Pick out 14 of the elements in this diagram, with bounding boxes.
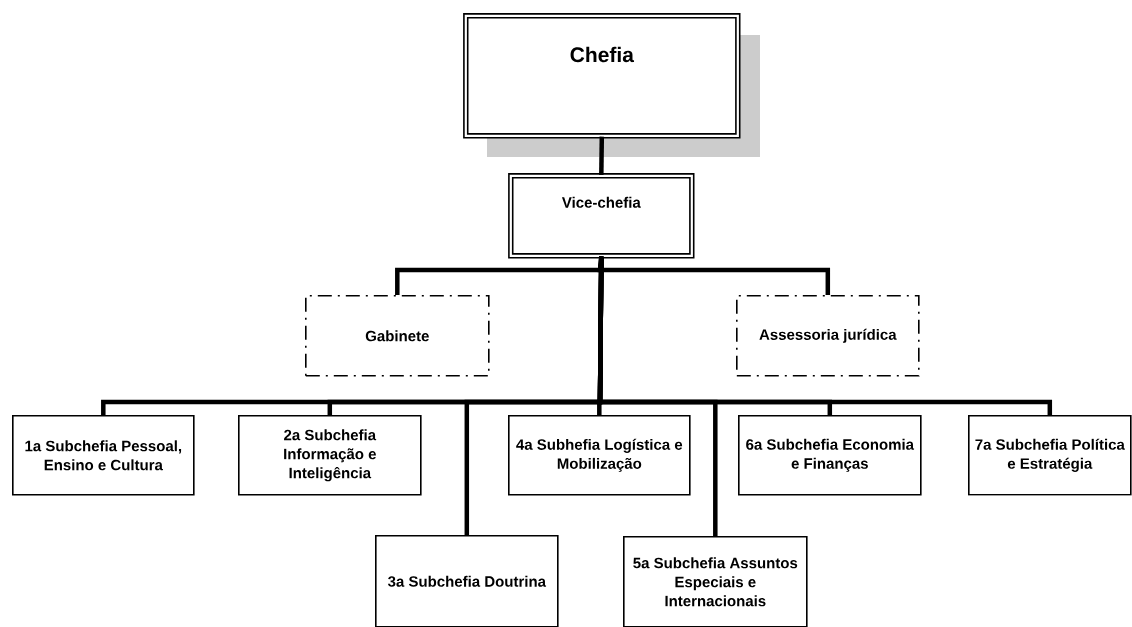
org-box: 5a Subchefia Assuntos Especiais e Internacionais [623,536,808,627]
staff-box: Gabinete [305,295,490,377]
connector-line [597,256,831,295]
connector-line [597,256,718,536]
org-box: 3a Subchefia Doutrina [375,535,559,627]
org-box: 7a Subchefia Política e Estratégia [968,415,1132,496]
org-box: 4a Subhefia Logística e Mobilização [508,415,691,496]
org-box: Chefia [463,13,760,157]
org-box: 6a Subchefia Economia e Finanças [738,415,922,496]
org-box: 1a Subchefia Pessoal, Ensino e Cultura [12,415,195,496]
org-box: Vice-chefia [508,173,695,259]
staff-box: Assessoria jurídica [736,295,920,377]
connector-line [599,136,605,176]
org-box: 2a Subchefia Informação e Inteligência [238,415,422,496]
